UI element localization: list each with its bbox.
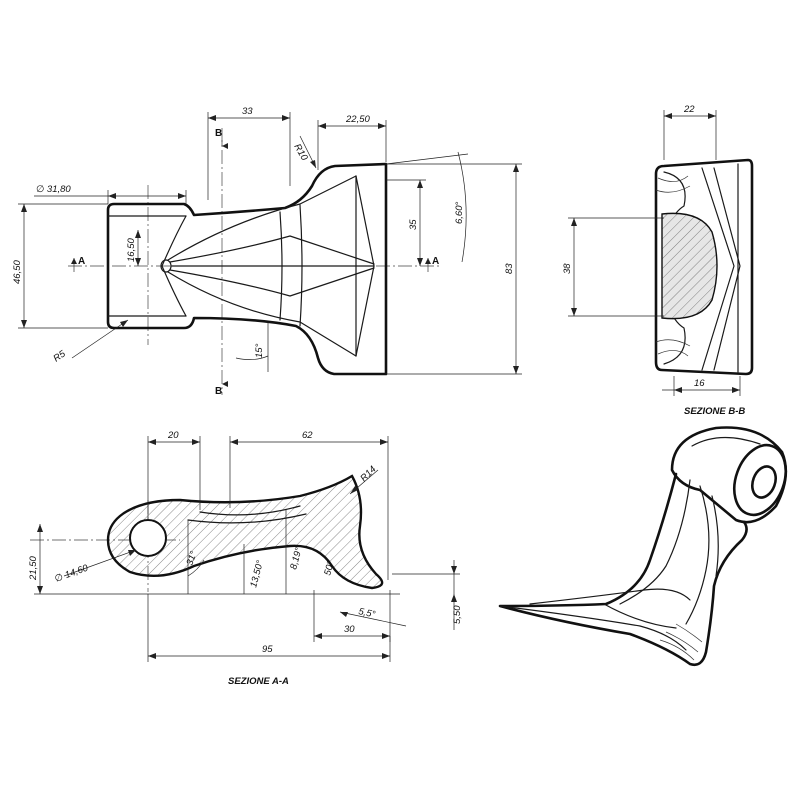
cut-label-a-right: A	[432, 256, 439, 267]
dim-30: 30	[344, 624, 355, 635]
dim-r5: R5	[51, 348, 68, 364]
section-bb-inner-right	[701, 167, 735, 371]
front-part-outline	[106, 162, 388, 376]
front-view: 33 22,50 R10 ∅ 31,80 46,50 16,50	[12, 106, 522, 397]
dim-21-50: 21,50	[28, 556, 39, 581]
neck-tip	[160, 259, 172, 273]
cut-label-a-left: A	[78, 256, 85, 267]
section-bb-hatched-core	[661, 212, 718, 320]
section-bb-label: SEZIONE B-B	[684, 406, 745, 417]
dim-46-50: 46,50	[12, 260, 23, 284]
dim-33: 33	[242, 106, 253, 117]
dim-62: 62	[302, 430, 313, 441]
cut-label-b-bottom: B	[215, 386, 222, 397]
dim-35: 35	[408, 219, 419, 230]
dim-r10: R10	[291, 142, 310, 163]
dim-22: 22	[683, 104, 695, 115]
dim-hole-diameter: ∅ 14,60	[53, 562, 90, 584]
iso-hub-face	[733, 443, 787, 517]
section-bb: 22 38 16 SEZIONE B-B	[562, 104, 754, 417]
ridge-lower	[167, 271, 357, 357]
iso-arm-outline	[498, 472, 748, 667]
dim-16: 16	[694, 378, 705, 389]
dim-95: 95	[262, 644, 273, 655]
section-bb-ridge	[713, 167, 741, 371]
dim-13-50-deg: 13,50°	[248, 559, 266, 589]
dim-16-50: 16,50	[126, 238, 137, 262]
blade-face-lower	[355, 265, 375, 357]
dim-6-60-deg: 6,60°	[454, 202, 465, 224]
dim-83: 83	[504, 263, 515, 274]
neck-lower-edge	[161, 265, 187, 317]
dim-20: 20	[167, 430, 179, 441]
isometric-view	[498, 426, 788, 667]
blade-face-upper	[355, 175, 375, 267]
section-aa: 20 62 R14 ∅ 14,60 21,50 31° 13,50° 8,19°…	[28, 430, 463, 687]
dim-15-deg: 15°	[254, 343, 265, 358]
dim-38: 38	[562, 263, 573, 274]
section-bb-outline	[654, 158, 754, 376]
dim-r14: R14	[358, 464, 378, 484]
dim-22-50: 22,50	[345, 114, 370, 125]
dim-8-19-deg: 8,19°	[288, 546, 304, 571]
dim-5-5-deg: 5,5°	[357, 606, 376, 620]
dim-5-50: 5,50	[452, 605, 463, 624]
dim-31-deg: 31°	[184, 550, 199, 567]
neck-upper-edge	[161, 215, 187, 267]
iso-hub-bore	[751, 465, 777, 499]
dim-hub-diameter: ∅ 31,80	[36, 184, 71, 195]
section-aa-label: SEZIONE A-A	[228, 676, 289, 687]
ridge-mid-upper	[169, 235, 375, 265]
cut-label-b-top: B	[215, 128, 222, 139]
blade-inner-curve	[279, 211, 283, 321]
blade-outer-curve	[299, 204, 303, 327]
section-aa-profile	[106, 474, 384, 590]
ridge-upper	[167, 175, 357, 261]
ridge-mid-lower	[169, 267, 375, 297]
dim-50-deg: 50°	[322, 560, 336, 577]
